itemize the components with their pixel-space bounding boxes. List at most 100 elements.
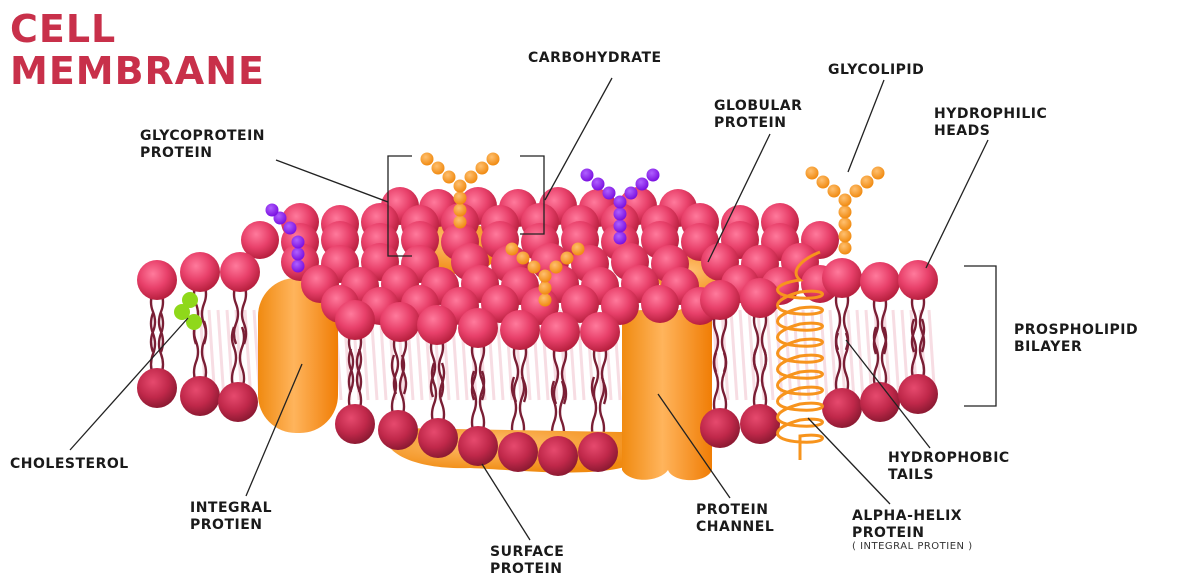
label-protein-channel: PROTEIN CHANNEL (696, 502, 774, 536)
interior-strand (767, 310, 773, 400)
protein-channel (622, 308, 712, 481)
carbohydrate-chain (539, 282, 552, 295)
interior-strand (731, 310, 737, 400)
carbohydrate-chain (517, 252, 530, 265)
hydrophilic-head-lower (822, 388, 862, 428)
carbohydrate-chain (528, 261, 541, 274)
hydrophilic-head (700, 280, 740, 320)
carbohydrate-chain (539, 294, 552, 307)
label-alpha-helix-protein: ALPHA-HELIX PROTEIN (852, 508, 962, 542)
carbohydrate-chain (454, 180, 467, 193)
carbohydrate-chain (292, 236, 305, 249)
hydrophilic-head-lower (538, 436, 578, 476)
title-line-1: CELL (10, 8, 265, 50)
carbohydrate-chain (454, 192, 467, 205)
glycolipid-chain (828, 185, 841, 198)
surface-protein-leader (482, 464, 530, 540)
interior-strand (893, 310, 899, 400)
hydrophilic-head-lower (458, 426, 498, 466)
carbohydrate-chain (292, 248, 305, 261)
carbohydrate-chain (561, 252, 574, 265)
hydrophilic-head (180, 252, 220, 292)
hydrophilic-head-lower (700, 408, 740, 448)
hydrophilic-head (458, 308, 498, 348)
label-alpha-helix-note: ( INTEGRAL PROTIEN ) (852, 541, 973, 552)
hydrophilic-head-lower (378, 410, 418, 450)
carbohydrate-chain (614, 232, 627, 245)
interior-strand (218, 310, 224, 400)
glycoprotein-leader (276, 160, 388, 202)
hydrophilic-head (380, 302, 420, 342)
hydrophilic-heads-leader (926, 140, 988, 268)
hydrophilic-head (500, 310, 540, 350)
carbohydrate-chain (581, 169, 594, 182)
hydrophilic-head-lower (498, 432, 538, 472)
glycolipid-chain (839, 194, 852, 207)
hydrophilic-head-lower (335, 404, 375, 444)
carbohydrate-chain (592, 178, 605, 191)
carbohydrate-chain (539, 270, 552, 283)
label-cholesterol: CHOLESTEROL (10, 456, 129, 473)
hydrophilic-head (417, 305, 457, 345)
hydrophilic-head (220, 252, 260, 292)
carbohydrate-chain (614, 196, 627, 209)
hydrophilic-head-lower (418, 418, 458, 458)
hydrophilic-head (580, 312, 620, 352)
lower-tail (194, 321, 198, 383)
alpha-helix-leader (808, 418, 890, 504)
hydrophilic-head-lower (137, 368, 177, 408)
carbohydrate-chain (487, 153, 500, 166)
glycolipid-chain (817, 176, 830, 189)
hydrophilic-head-lower (740, 404, 780, 444)
carbohydrate-chain (476, 162, 489, 175)
glycolipid-chain (839, 218, 852, 231)
glycolipid-chain (850, 185, 863, 198)
hydrophilic-head-lower (180, 376, 220, 416)
carbohydrate-chain (454, 216, 467, 229)
hydrophilic-head (137, 260, 177, 300)
hydrophilic-head (740, 278, 780, 318)
glycolipid-chain (861, 176, 874, 189)
glycolipid-leader (848, 80, 884, 172)
carbohydrate-chain (292, 260, 305, 273)
title-line-2: MEMBRANE (10, 50, 265, 92)
label-hydrophobic-tails: HYDROPHOBIC TAILS (888, 450, 1010, 484)
glycolipid-chain (839, 206, 852, 219)
carbohydrate-chain (266, 204, 279, 217)
interior-strand (785, 310, 791, 400)
carbohydrate-chain (647, 169, 660, 182)
hydrophilic-head (860, 262, 900, 302)
glycolipid-chain (839, 230, 852, 243)
carbohydrate-chain (443, 171, 456, 184)
hydrophilic-head (335, 300, 375, 340)
carbohydrate-chain (636, 178, 649, 191)
label-carbohydrate: CARBOHYDRATE (528, 50, 662, 67)
cholesterol-molecule (186, 314, 202, 330)
label-glycoprotein-protein: GLYCOPROTEIN PROTEIN (140, 128, 265, 162)
carbohydrate-chain (572, 243, 585, 256)
carbohydrate-chain (432, 162, 445, 175)
glycolipid-chain (839, 242, 852, 255)
hydrophilic-head (898, 260, 938, 300)
lower-tail (836, 333, 840, 395)
bilayer-bracket (964, 266, 996, 406)
carbohydrate-chain (506, 243, 519, 256)
hydrophilic-head (641, 285, 679, 323)
carbohydrate-chain (465, 171, 478, 184)
label-globular-protein: GLOBULAR PROTEIN (714, 98, 802, 132)
hydrophilic-head (822, 258, 862, 298)
carbohydrate-chain (421, 153, 434, 166)
label-glycolipid: GLYCOLIPID (828, 62, 924, 79)
label-phospholipid-bilayer: PROSPHOLIPID BILAYER (1014, 322, 1138, 356)
hydrophilic-head-lower (578, 432, 618, 472)
hydrophilic-head (540, 312, 580, 352)
glycolipid-chain (806, 167, 819, 180)
carbohydrate-chain (454, 204, 467, 217)
label-integral-protein: INTEGRAL PROTIEN (190, 500, 272, 534)
carbohydrate-chain (614, 208, 627, 221)
label-hydrophilic-heads: HYDROPHILIC HEADS (934, 106, 1047, 140)
carbohydrate-chain (603, 187, 616, 200)
hydrophilic-head-lower (218, 382, 258, 422)
interior-strand (740, 310, 746, 400)
